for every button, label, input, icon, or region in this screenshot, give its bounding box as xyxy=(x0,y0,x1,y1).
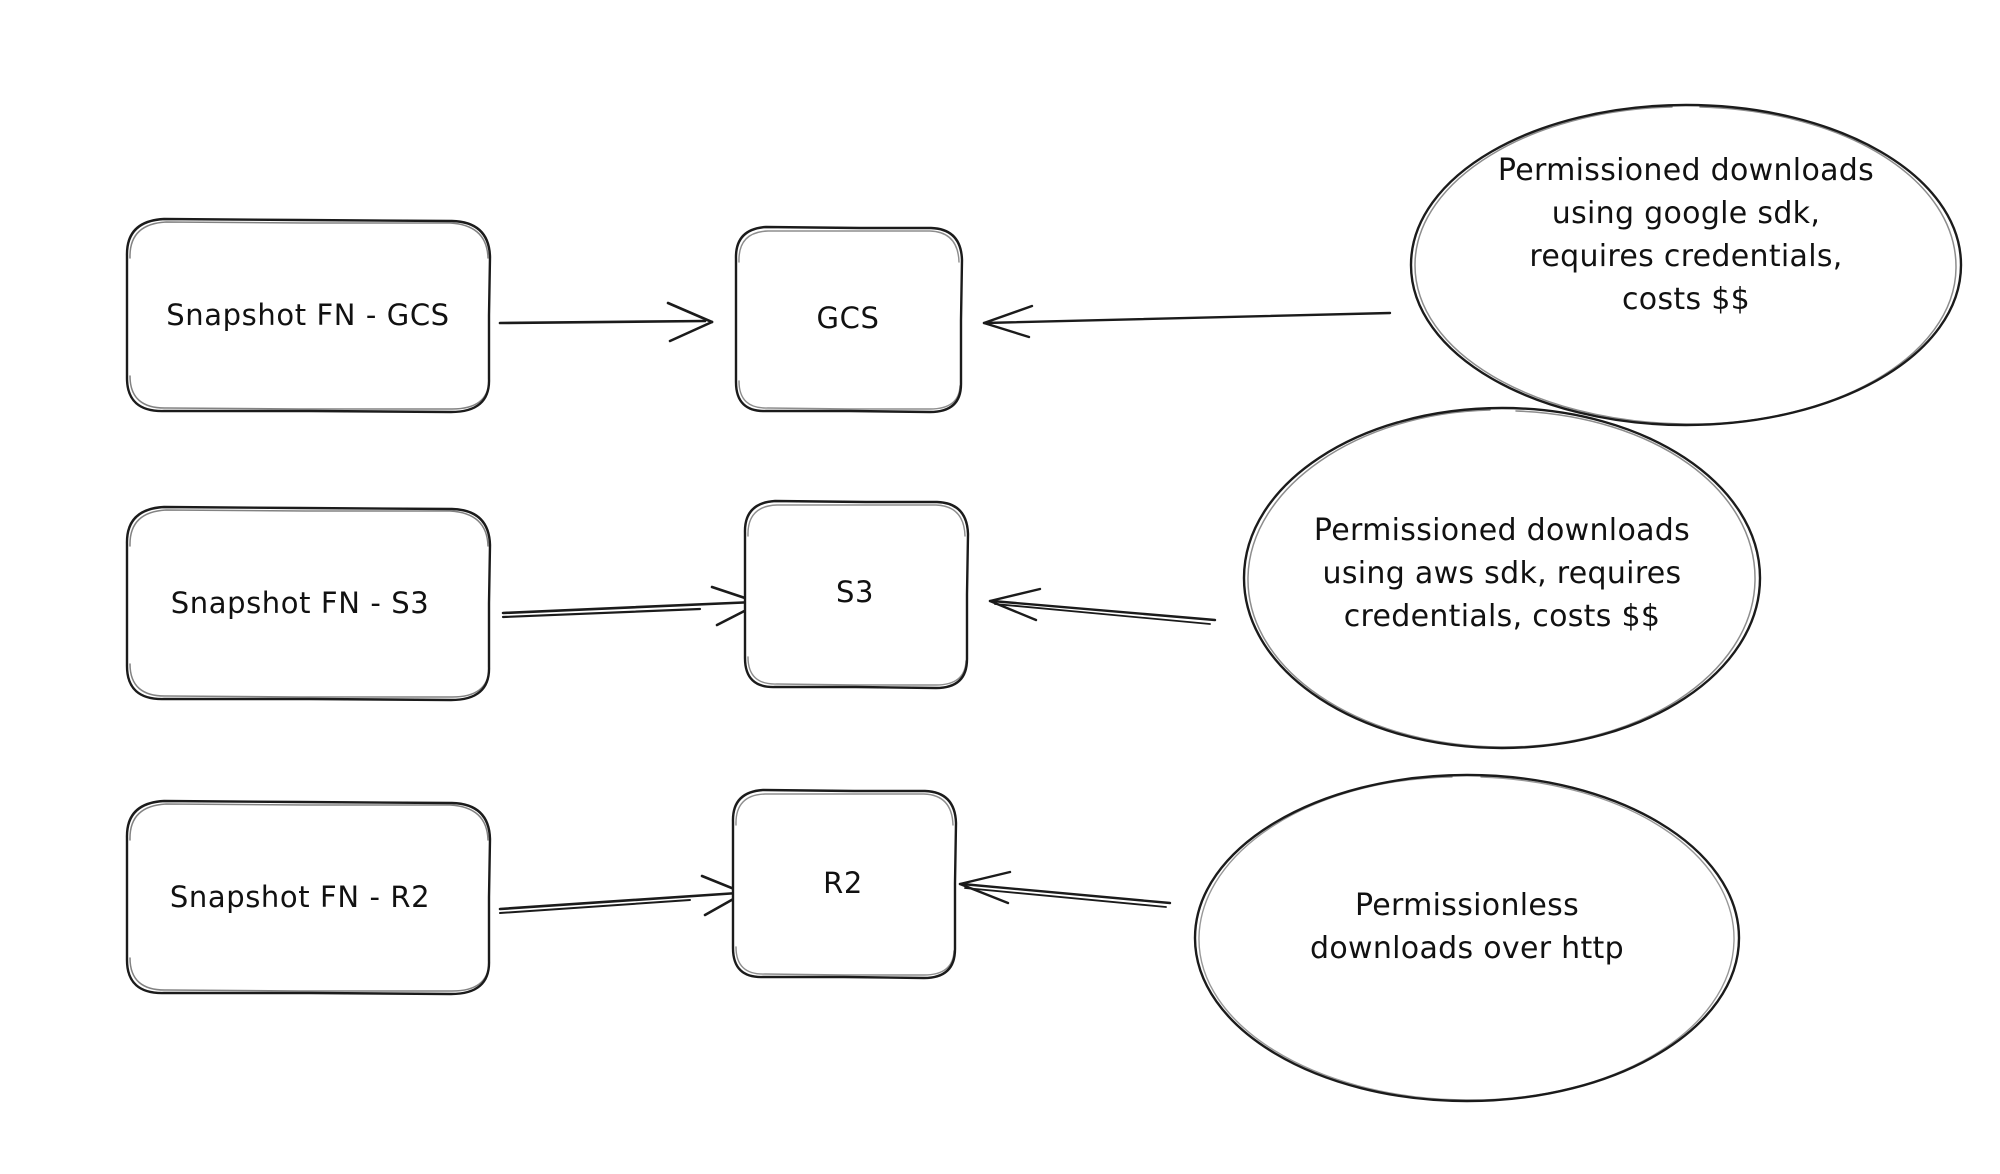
node-label-snapshot-fn-r2: Snapshot FN - R2 xyxy=(170,880,430,914)
note-s3[interactable]: Permissioned downloads using aws sdk, re… xyxy=(1242,406,1762,750)
note-gcs-line-3: requires credentials, xyxy=(1529,239,1842,274)
edge-snapshot-gcs-to-gcs[interactable] xyxy=(498,301,714,343)
note-s3-line-1: Permissioned downloads xyxy=(1314,513,1690,548)
node-r2[interactable]: R2 xyxy=(731,788,958,980)
node-label-snapshot-fn-gcs: Snapshot FN - GCS xyxy=(166,298,449,332)
edge-snapshot-s3-to-s3[interactable] xyxy=(501,585,762,627)
note-s3-line-3: credentials, costs $$ xyxy=(1344,599,1661,634)
note-r2[interactable]: Permissionless downloads over http xyxy=(1193,773,1741,1103)
note-gcs-line-4: costs $$ xyxy=(1622,282,1750,317)
node-label-s3: S3 xyxy=(836,575,874,609)
node-snapshot-fn-s3[interactable]: Snapshot FN - S3 xyxy=(125,505,492,702)
node-snapshot-fn-gcs[interactable]: Snapshot FN - GCS xyxy=(125,217,492,414)
node-s3[interactable]: S3 xyxy=(743,499,970,690)
node-label-gcs: GCS xyxy=(817,301,880,335)
edge-note-s3-to-s3[interactable] xyxy=(988,587,1217,625)
note-gcs[interactable]: Permissioned downloads using google sdk,… xyxy=(1409,103,1963,427)
node-label-r2: R2 xyxy=(823,866,863,900)
note-r2-line-2: downloads over http xyxy=(1310,931,1624,966)
node-snapshot-fn-r2[interactable]: Snapshot FN - R2 xyxy=(125,799,492,996)
edge-note-r2-to-r2[interactable] xyxy=(958,870,1172,908)
note-gcs-line-2: using google sdk, xyxy=(1552,196,1820,231)
note-gcs-line-1: Permissioned downloads xyxy=(1498,153,1874,188)
node-label-snapshot-fn-s3: Snapshot FN - S3 xyxy=(171,586,430,620)
node-gcs[interactable]: GCS xyxy=(734,225,964,414)
edge-note-gcs-to-gcs[interactable] xyxy=(982,304,1392,339)
note-r2-line-1: Permissionless xyxy=(1355,888,1579,923)
note-s3-line-2: using aws sdk, requires xyxy=(1323,556,1682,591)
edge-snapshot-r2-to-r2[interactable] xyxy=(498,874,746,917)
